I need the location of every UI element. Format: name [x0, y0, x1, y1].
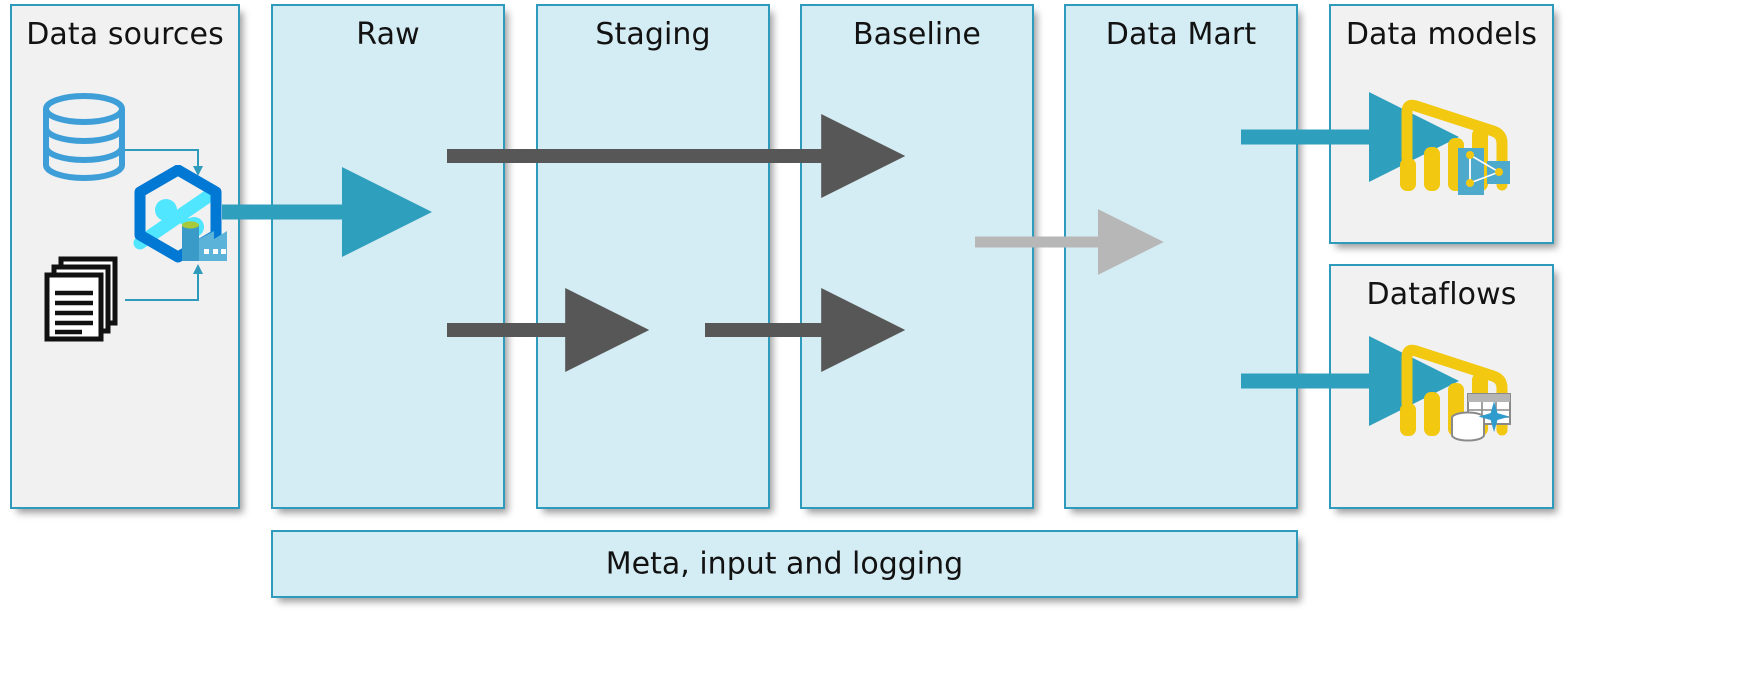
footer-bar-label: Meta, input and logging [605, 546, 964, 582]
panel-raw: Raw [271, 4, 505, 509]
panel-title-data-models: Data models [1345, 17, 1538, 52]
panel-title-baseline: Baseline [853, 17, 981, 52]
documents-stack-icon [44, 255, 130, 343]
panel-baseline: Baseline [800, 4, 1034, 509]
panel-staging: Staging [536, 4, 770, 509]
power-bi-dataflow-icon [1396, 330, 1514, 442]
panel-title-raw: Raw [356, 17, 420, 52]
panel-title-data-mart: Data Mart [1105, 17, 1257, 52]
panel-title-staging: Staging [595, 17, 711, 52]
panel-title-dataflows: Dataflows [1366, 277, 1517, 312]
database-cylinder-icon [40, 92, 128, 182]
power-bi-dataset-icon [1396, 85, 1511, 195]
azure-data-factory-icon [128, 164, 228, 270]
panel-title-data-sources: Data sources [26, 17, 224, 52]
footer-bar-meta-input-logging: Meta, input and logging [271, 530, 1298, 598]
panel-data-mart: Data Mart [1064, 4, 1298, 509]
